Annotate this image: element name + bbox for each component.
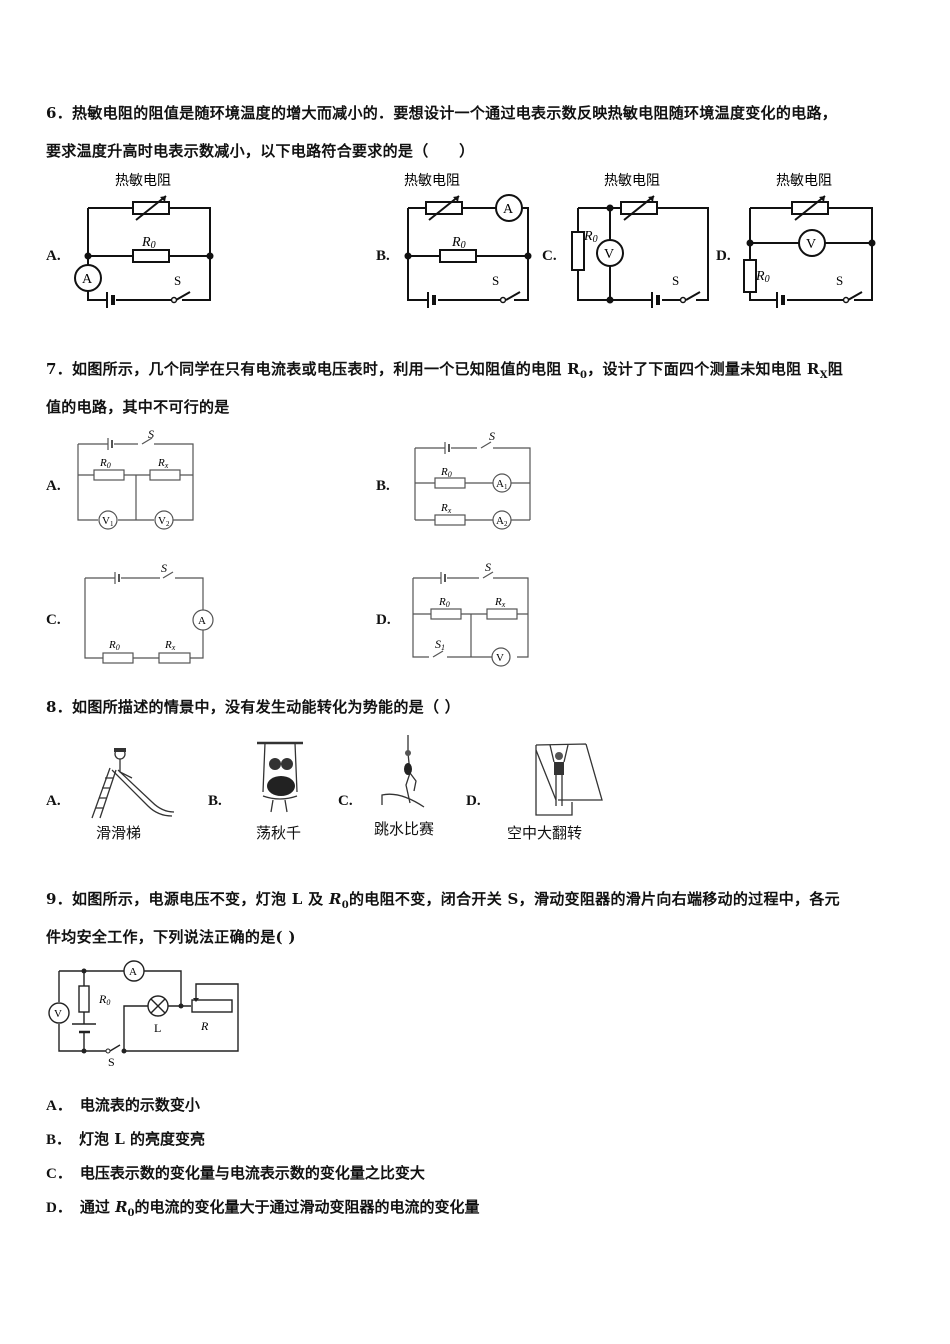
svg-text:S1: S1 (435, 637, 445, 652)
q7-circuit-b: S R0 Rx A1 A2 (414, 429, 531, 530)
r0-label: R0 (141, 235, 156, 251)
svg-text:Rx: Rx (157, 457, 169, 470)
q8-option-d-label[interactable]: D. (466, 793, 481, 809)
q6-circuit-d: 热敏电阻 R0 V S (743, 173, 876, 308)
svg-text:V: V (496, 652, 504, 664)
svg-text:热敏电阻: 热敏电阻 (776, 173, 832, 189)
bar-flip-illustration-icon (535, 743, 603, 816)
q6-circuit-b: 热敏电阻 R0 A S (404, 173, 532, 308)
q8-stem: 8．如图所描述的情景中，没有发生动能转化为势能的是（ ） (46, 698, 461, 716)
svg-text:A2: A2 (496, 515, 508, 528)
q7-circuit-a: S R0 Rx V1 V2 (77, 427, 194, 530)
q8-option-c-label[interactable]: C. (338, 793, 353, 809)
q8-caption-b: 荡秋千 (256, 824, 302, 842)
q9-answer-c[interactable]: C．电压表示数的变化量与电流表示数的变化量之比变大 (46, 1164, 425, 1182)
svg-text:R0: R0 (98, 992, 110, 1007)
svg-text:R0: R0 (438, 596, 450, 609)
svg-text:热敏电阻: 热敏电阻 (404, 173, 460, 189)
q7-option-d-label[interactable]: D. (376, 612, 391, 628)
svg-text:S: S (489, 429, 495, 443)
diving-illustration-icon (381, 735, 425, 808)
svg-text:A: A (198, 615, 206, 627)
svg-text:R0: R0 (99, 457, 111, 470)
voltmeter-icon: V (806, 237, 816, 252)
q6-circuit-c: 热敏电阻 R0 V S (571, 173, 709, 308)
q7-circuit-c: S R0 Rx A (84, 561, 214, 664)
svg-text:A1: A1 (496, 478, 508, 491)
svg-text:S: S (492, 273, 499, 288)
svg-text:V1: V1 (102, 515, 114, 528)
svg-text:Rx: Rx (494, 596, 506, 609)
ammeter-icon: A (82, 272, 93, 287)
switch-label: S (174, 273, 181, 288)
svg-text:Rx: Rx (440, 502, 452, 515)
q9-circuit: V A R0 L R S (48, 960, 239, 1069)
q6-circuit-a: 热敏电阻 R0 A S (74, 173, 214, 308)
svg-text:热敏电阻: 热敏电阻 (604, 173, 660, 189)
q6-option-b-label[interactable]: B. (376, 248, 390, 264)
q9-answer-a[interactable]: A．电流表的示数变小 (46, 1096, 200, 1114)
rheostat-label: R (200, 1019, 209, 1033)
q6-option-d-label[interactable]: D. (716, 248, 731, 264)
slide-illustration-icon (91, 748, 175, 819)
svg-text:R0: R0 (108, 639, 120, 652)
svg-text:R0: R0 (451, 235, 466, 251)
ammeter-icon: A (129, 966, 137, 978)
svg-text:R0: R0 (583, 229, 598, 245)
svg-text:R0: R0 (440, 466, 452, 479)
switch-label: S (108, 1055, 115, 1069)
swing-illustration-icon (257, 741, 303, 813)
svg-text:V2: V2 (158, 515, 170, 528)
q8-caption-a: 滑滑梯 (96, 824, 142, 842)
q6-option-a-label[interactable]: A. (46, 248, 61, 264)
q6-stem-line1: 6．热敏电阻的阻值是随环境温度的增大而减小的．要想设计一个通过电表示数反映热敏电… (46, 104, 838, 122)
q7-option-a-label[interactable]: A. (46, 478, 61, 494)
thermistor-label: 热敏电阻 (115, 173, 171, 189)
q7-option-b-label[interactable]: B. (376, 478, 390, 494)
svg-text:Rx: Rx (164, 639, 176, 652)
voltmeter-icon: V (54, 1008, 62, 1020)
q8-option-a-label[interactable]: A. (46, 793, 61, 809)
q9-stem-line1: 9．如图所示，电源电压不变，灯泡 L 及 R0的电阻不变，闭合开关 S，滑动变阻… (46, 890, 840, 911)
voltmeter-icon: V (604, 247, 614, 262)
ammeter-icon: A (503, 202, 514, 217)
q7-stem-line1: 7．如图所示，几个同学在只有电流表或电压表时，利用一个已知阻值的电阻 R0，设计… (46, 360, 844, 381)
q7-option-c-label[interactable]: C. (46, 612, 61, 628)
q7-stem-line2: 值的电路，其中不可行的是 (46, 398, 230, 416)
q9-answer-d[interactable]: D．通过 R0的电流的变化量大于通过滑动变阻器的电流的变化量 (46, 1198, 480, 1219)
svg-text:S: S (836, 273, 843, 288)
q6-option-c-label[interactable]: C. (542, 248, 557, 264)
q6-stem-line2: 要求温度升高时电表示数减小，以下电路符合要求的是（ ） (46, 142, 475, 160)
lamp-label: L (154, 1021, 161, 1035)
q7-circuit-d: S S1 R0 Rx V (412, 560, 529, 667)
q8-caption-c: 跳水比赛 (374, 820, 435, 838)
q9-stem-line2: 件均安全工作，下列说法正确的是( ) (46, 928, 296, 946)
svg-text:S: S (161, 561, 167, 575)
svg-text:S: S (672, 273, 679, 288)
q9-answer-b[interactable]: B．灯泡 L 的亮度变亮 (46, 1130, 206, 1148)
q8-caption-d: 空中大翻转 (507, 824, 583, 842)
svg-text:S: S (148, 427, 154, 441)
q8-option-b-label[interactable]: B. (208, 793, 222, 809)
svg-text:R0: R0 (755, 269, 770, 285)
svg-text:S: S (485, 560, 491, 574)
